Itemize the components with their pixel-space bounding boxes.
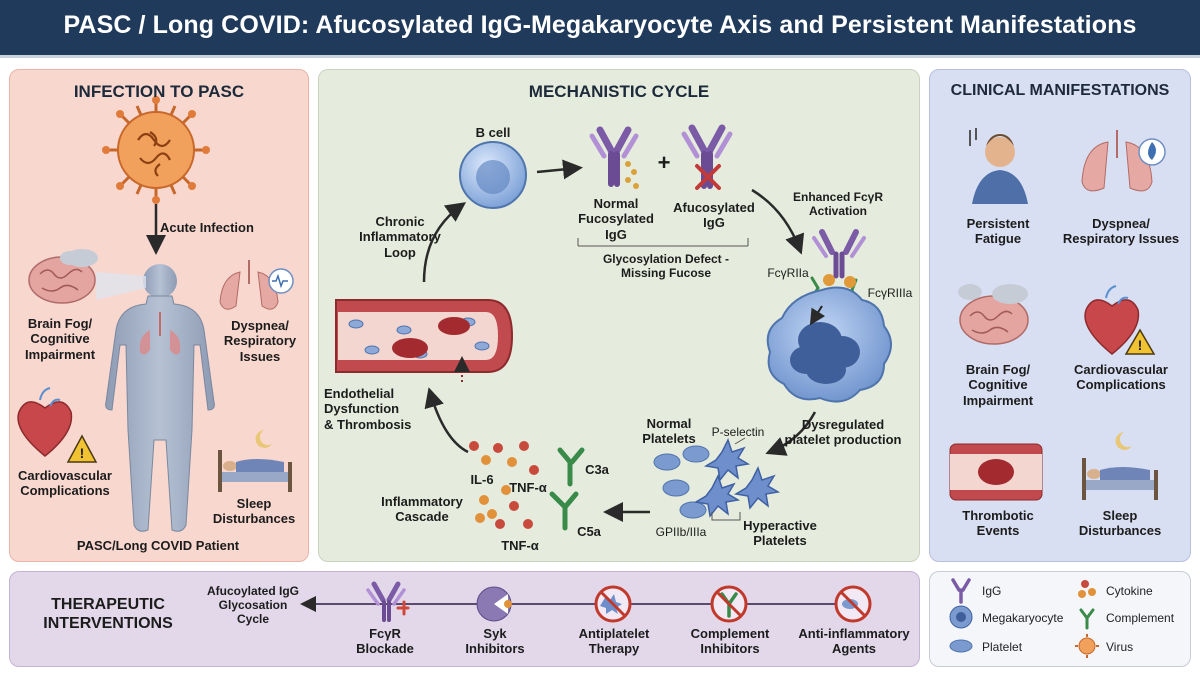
enhanced-fcgr-label: Enhanced FcγR Activation <box>792 190 884 219</box>
legend-panel <box>929 571 1191 667</box>
clinical-brain-fog-label: Brain Fog/ Cognitive Impairment <box>962 362 1034 408</box>
title-bar: PASC / Long COVID: Afucosylated IgG-Mega… <box>0 0 1200 58</box>
legend-megakaryocyte-label: Megakaryocyte <box>982 611 1064 625</box>
antiplatelet-icon <box>594 585 632 623</box>
therapeutic-panel-title: THERAPEUTIC INTERVENTIONS <box>43 596 173 632</box>
clinical-cardio-label: Cardiovascular Complications <box>1074 362 1168 393</box>
inflammatory-cascade-label: Inflammatory Cascade <box>381 494 463 525</box>
endothelial-label: Endothelial Dysfunction & Thrombosis <box>324 386 412 432</box>
normal-igg-label: Normal Fucosylated IgG <box>578 196 654 242</box>
complement-inhibitors-label: Complement Inhibitors <box>690 626 770 657</box>
cardiovascular-label: Cardiovascular Complications <box>18 468 112 499</box>
legend-igg-label: IgG <box>982 584 1002 598</box>
complement-icon <box>549 447 585 531</box>
legend-cytokine-label: Cytokine <box>1106 584 1153 598</box>
afucosylated-igg-icon <box>681 124 733 190</box>
brain-fog-label: Brain Fog/ Cognitive Impairment <box>24 316 96 362</box>
bed-sleep-icon <box>218 430 292 492</box>
legend-megakaryocyte-icon <box>949 605 973 629</box>
normal-igg-icon <box>589 126 639 189</box>
platelets-icon <box>653 437 781 521</box>
normal-platelets-label: Normal Platelets <box>642 416 696 447</box>
therapeutic-panel <box>9 571 920 667</box>
hyperactive-platelets-label: Hyperactive Platelets <box>743 518 817 549</box>
blood-vessel-icon <box>335 299 514 382</box>
anti-inflammatory-label: Anti-inflammatory Agents <box>798 626 910 657</box>
brain-cloud-icon <box>958 284 1029 345</box>
c5a-label: C5a <box>577 524 601 539</box>
heart-warning-icon: ! <box>1084 285 1156 355</box>
tnf-alpha-label-2: TNF-α <box>501 538 539 553</box>
c3a-label: C3a <box>585 462 609 477</box>
antiplatelet-label: Antiplatelet Therapy <box>578 626 650 657</box>
page-title: PASC / Long COVID: Afucosylated IgG-Mega… <box>63 11 1137 39</box>
infection-panel-title: INFECTION TO PASC <box>73 82 245 101</box>
anti-inflammatory-icon <box>834 585 872 623</box>
complement-inhibitor-icon <box>710 585 748 623</box>
virus-icon <box>102 96 210 204</box>
syk-inhibitors-label: Syk Inhibitors <box>465 626 525 657</box>
dysregulated-label: Dysregulated platelet production <box>784 417 902 448</box>
heart-warning-icon: ! <box>17 387 98 463</box>
glycosylation-cycle-label: Afucoylated IgG Glycosation Cycle <box>206 584 299 627</box>
legend-igg-icon <box>951 578 971 604</box>
gp-label: GPIIb/IIIa <box>655 525 707 539</box>
fatigue-person-icon <box>969 128 1028 204</box>
plus-sign: + <box>657 150 671 175</box>
patient-body-icon <box>105 264 215 532</box>
tnf-alpha-label-1: TNF-α <box>509 480 547 495</box>
fcgr-blockade-icon <box>366 581 410 622</box>
syk-inhibitor-icon <box>476 586 512 622</box>
clinical-thrombotic-label: Thrombotic Events <box>962 508 1034 539</box>
megakaryocyte-icon <box>766 286 892 403</box>
lungs-fire-icon <box>1081 130 1166 192</box>
p-selectin-label: P-selectin <box>711 425 765 439</box>
bed-sleep-icon <box>1082 432 1158 500</box>
legend-platelet-icon <box>949 639 973 653</box>
fcgr-blockade-label: FcγR Blockade <box>356 626 414 657</box>
legend-complement-label: Complement <box>1106 611 1175 625</box>
fcgr3a-label: FcγRIIIa <box>867 286 913 300</box>
legend-platelet-label: Platelet <box>982 640 1023 654</box>
clinical-dyspnea-label: Dyspnea/ Respiratory Issues <box>1062 216 1180 247</box>
legend-virus-label: Virus <box>1106 640 1134 654</box>
acute-infection-label: Acute Infection <box>160 220 254 235</box>
afucosylated-igg-label: Afucosylated IgG <box>673 200 755 231</box>
clinical-panel-title: CLINICAL MANIFESTATIONS <box>950 82 1170 99</box>
svg-text:!: ! <box>1138 337 1143 353</box>
lungs-icon <box>219 260 294 310</box>
legend-virus-icon <box>1075 634 1099 658</box>
legend-cytokine-icon <box>1078 580 1096 598</box>
mechanism-panel-title: MECHANISTIC CYCLE <box>528 82 710 101</box>
fcgr2a-label: FcγRIIa <box>767 266 809 280</box>
legend-complement-icon <box>1079 608 1095 630</box>
clinical-fatigue-label: Persistent Fatigue <box>966 216 1030 247</box>
cytokines-icon <box>469 441 539 529</box>
clinical-sleep-label: Sleep Disturbances <box>1078 508 1162 539</box>
b-cell-label: B cell <box>475 125 511 140</box>
dyspnea-label: Dyspnea/ Respiratory Issues <box>223 318 297 364</box>
svg-text:!: ! <box>80 445 85 461</box>
patient-label: PASC/Long COVID Patient <box>76 538 240 553</box>
il6-label: IL-6 <box>470 472 494 487</box>
brain-icon <box>28 249 98 304</box>
sleep-label: Sleep Disturbances <box>212 496 296 527</box>
glycosylation-defect-label: Glycosylation Defect - Missing Fucose <box>602 252 730 281</box>
b-cell-icon <box>459 141 527 209</box>
thrombus-vessel-icon <box>949 443 1043 501</box>
chronic-loop-label: Chronic Inflammatory Loop <box>359 214 441 260</box>
